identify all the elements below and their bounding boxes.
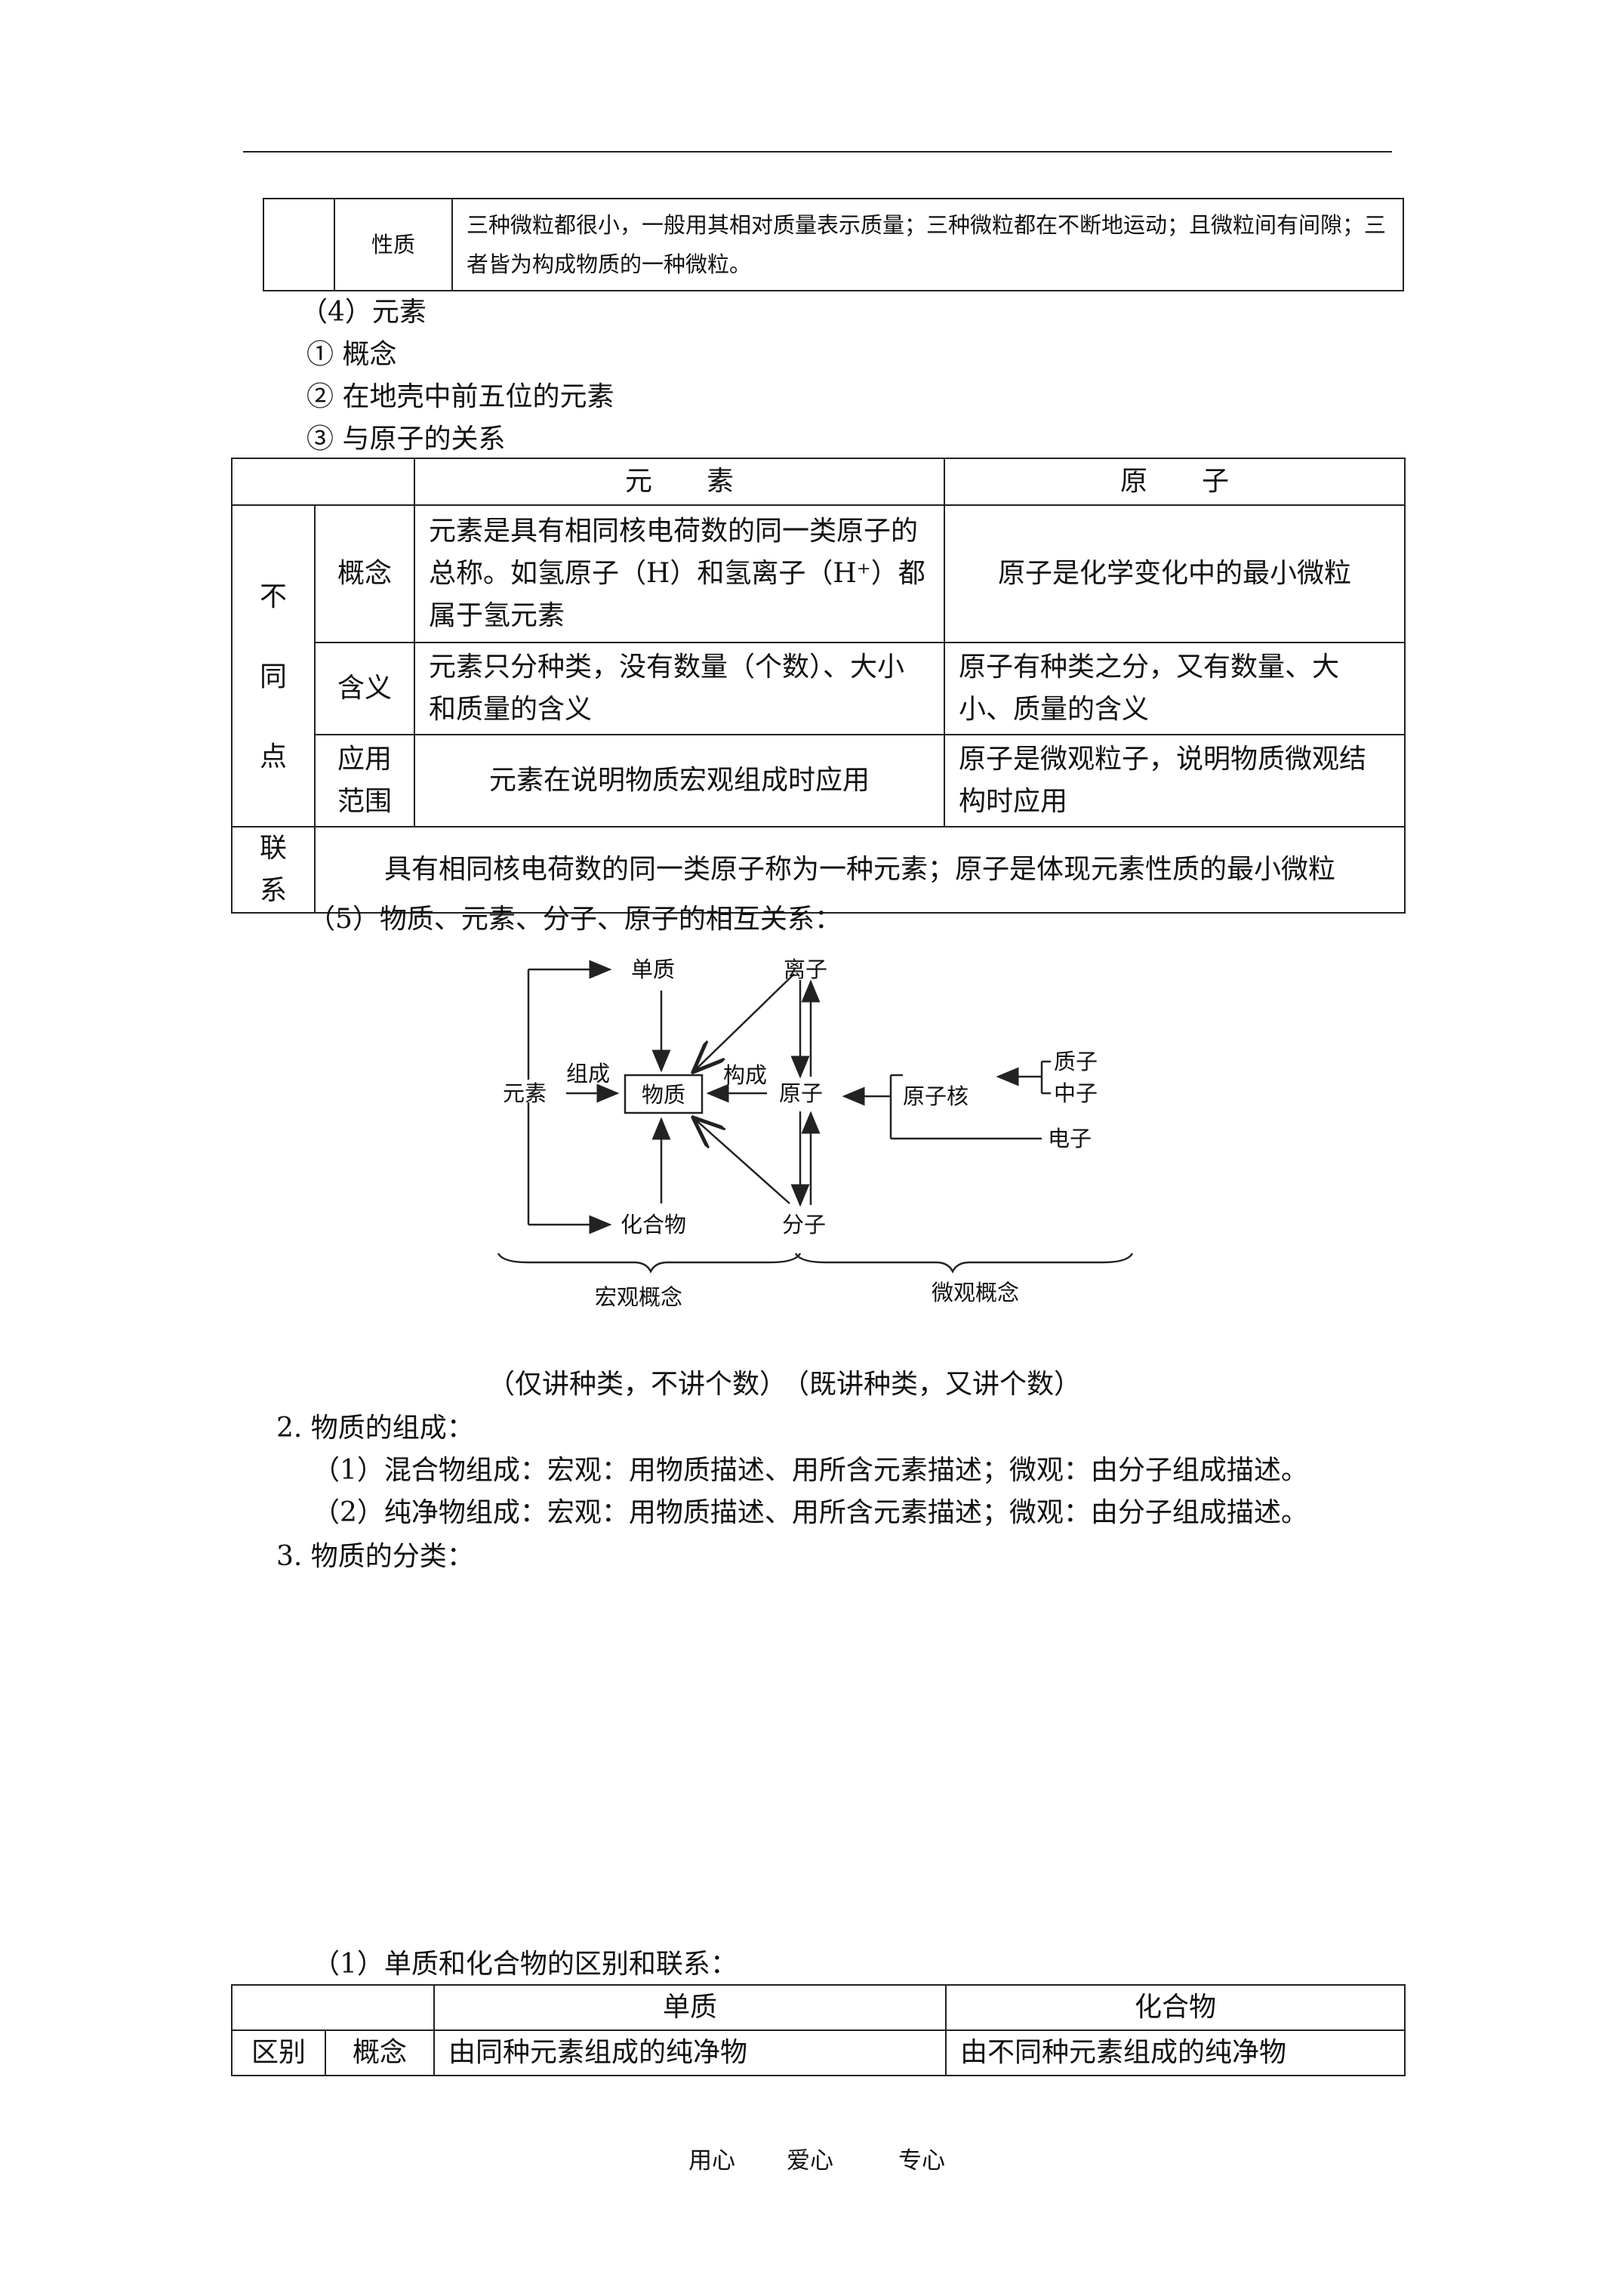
node-neutron: 中子: [1054, 1080, 1098, 1106]
footer-text-2: 爱心: [787, 2147, 833, 2174]
row-label-concept: 概念: [325, 2029, 435, 2076]
brace-label-macro: 宏观概念: [595, 1284, 682, 1310]
node-element: 元素: [503, 1080, 547, 1106]
element-meaning: 元素只分种类，没有数量（个数）、大小和质量的含义: [414, 642, 945, 735]
section4-heading: （4）元素: [300, 297, 427, 328]
row-text: 三种微粒都很小，一般用其相对质量表示质量；三种微粒都在不断地运动；且微粒间有间隙…: [451, 198, 1404, 291]
node-simple-substance: 单质: [631, 957, 675, 982]
section2-heading: 2. 物质的组成：: [276, 1413, 474, 1444]
substance-inflows: [651, 973, 795, 1204]
node-proton: 质子: [1054, 1049, 1098, 1074]
node-compound: 化合物: [621, 1212, 686, 1237]
section4-item-2: ② 在地壳中前五位的元素: [306, 381, 614, 412]
element-application: 元素在说明物质宏观组成时应用: [414, 734, 945, 827]
label-line: 范围: [337, 786, 392, 817]
substance-box: [624, 1074, 704, 1114]
section2-item-1: （1）混合物组成：宏观：用物质描述、用所含元素描述；微观：由分子组成描述。: [313, 1455, 1308, 1486]
label-line: 应用: [337, 744, 392, 775]
atom-concept: 原子是化学变化中的最小微粒: [944, 504, 1406, 643]
header-element: 元 素: [414, 458, 945, 506]
relation-label: 联 系: [231, 826, 316, 914]
group-label-differences: 不 同 点: [231, 504, 316, 827]
brace-label-micro: 微观概念: [932, 1280, 1019, 1305]
braces: [497, 1253, 1134, 1274]
relation-char: 系: [259, 875, 287, 906]
node-nucleus: 原子核: [903, 1083, 969, 1109]
header-empty: [231, 458, 415, 506]
element-atom-table: 元 素 原 子 不 同 点 概念 元素是具有相同核电荷数的同一类原子的总称。如氢…: [231, 458, 1406, 914]
node-molecule: 分子: [782, 1212, 826, 1237]
header-empty: [231, 1984, 435, 2031]
relationship-diagram: 单质 离子 元素 组成 物质 构成 原子 原子核 质子 中子 电子 化合物 分子…: [497, 957, 1134, 1310]
section4-item-1: ① 概念: [306, 339, 397, 370]
node-ion: 离子: [784, 957, 827, 982]
row-label-concept: 概念: [314, 504, 415, 643]
header-compound: 化合物: [945, 1984, 1406, 2031]
section2-item-2: （2）纯净物组成：宏观：用物质描述、用所含元素描述；微观：由分子组成描述。: [313, 1497, 1308, 1528]
element-concept: 元素是具有相同核电荷数的同一类原子的总称。如氢原子（H）和氢离子（H⁺）都属于氢…: [414, 504, 945, 643]
atom-meaning: 原子有种类之分，又有数量、大小、质量的含义: [944, 642, 1406, 735]
group-char: 同: [259, 661, 287, 692]
label-construct: 构成: [723, 1062, 767, 1088]
label-compose: 组成: [566, 1061, 610, 1086]
relation-text: 具有相同核电荷数的同一类原子称为一种元素；原子是体现元素性质的最小微粒: [314, 826, 1406, 914]
element-links: [527, 960, 620, 1234]
footer-text-1: 用心: [688, 2147, 735, 2174]
group-char: 点: [259, 741, 287, 772]
header-atom: 原 子: [944, 458, 1406, 506]
caption-macro: （仅讲种类，不讲个数）: [488, 1369, 787, 1400]
compound-concept: 由不同种元素组成的纯净物: [945, 2029, 1406, 2076]
node-electron: 电子: [1048, 1126, 1092, 1151]
atom-application: 原子是微观粒子，说明物质微观结构时应用: [944, 734, 1406, 827]
simple-compound-table: 单质 化合物 区别 概念 由同种元素组成的纯净物 由不同种元素组成的纯净物: [231, 1984, 1406, 2076]
header-simple: 单质: [433, 1984, 947, 2031]
relation-char: 联: [259, 833, 287, 864]
particle-properties-table: 性质 三种微粒都很小，一般用其相对质量表示质量；三种微粒都在不断地运动；且微粒间…: [263, 198, 1404, 291]
particle-conversions: [790, 979, 821, 1207]
row-label: 性质: [334, 198, 453, 291]
node-substance: 物质: [642, 1082, 685, 1108]
node-atom: 原子: [779, 1080, 823, 1106]
atom-structure: [842, 1060, 1051, 1140]
empty-cell: [263, 198, 335, 291]
row-label-meaning: 含义: [314, 642, 415, 735]
section3-subheading: （1）单质和化合物的区别和联系：: [313, 1949, 738, 1980]
section4-item-3: ③ 与原子的关系: [306, 424, 506, 455]
group-char: 不: [259, 581, 287, 612]
section3-heading: 3. 物质的分类：: [276, 1541, 474, 1572]
group-label-difference: 区别: [231, 2029, 326, 2076]
section5-heading: （5）物质、元素、分子、原子的相互关系：: [308, 904, 842, 935]
simple-concept: 由同种元素组成的纯净物: [433, 2029, 947, 2076]
footer-text-3: 专心: [898, 2147, 945, 2174]
caption-micro: （既讲种类，又讲个数）: [782, 1369, 1082, 1400]
header-rule: [243, 151, 1392, 153]
row-label-application: 应用 范围: [314, 734, 415, 827]
